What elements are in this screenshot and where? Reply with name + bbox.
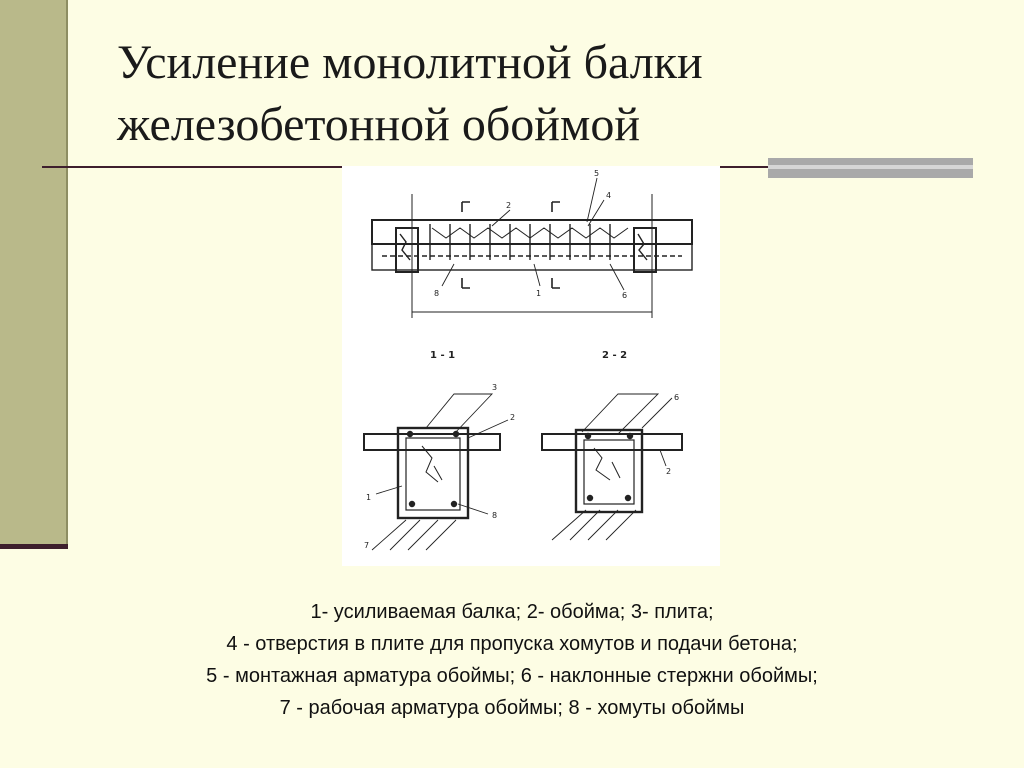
callout-label: 4 [606,191,611,200]
callout-label: 3 [492,383,497,392]
title-underline-right [720,166,770,168]
section-1-1: 1 - 1 3 2 1 8 7 [363,350,515,551]
callout-label: 8 [492,511,497,520]
section-2-beam [583,439,635,505]
section-1-leaders [371,393,509,551]
left-support [395,227,419,273]
beam-reinforcement-drawing: 2 5 4 8 1 6 1 - 1 3 2 1 8 7 2 - 2 [342,166,720,566]
support-hatching [399,233,648,261]
callout-label: 5 [594,169,599,178]
legend-line-1: 1- усиливаемая балка; 2- обойма; 3- плит… [310,601,714,623]
section-2-leaders [551,393,673,541]
inclined-bars [431,227,629,239]
callout-label: 2 [666,467,671,476]
title-underline [42,166,342,168]
legend-line-4: 7 - рабочая арматура обоймы; 8 - хомуты … [279,697,745,719]
legend-caption: 1- усиливаемая балка; 2- обойма; 3- плит… [60,596,964,724]
right-support [633,227,657,273]
rebar-dot [450,500,458,508]
decorative-gray-stripe [768,158,973,178]
callout-leaders [441,177,625,291]
legend-line-3: 5 - монтажная арматура обоймы; 6 - накло… [206,665,818,687]
callout-label: 2 [506,201,511,210]
side-accent-line [0,544,68,549]
section-marks [461,201,560,289]
rebar-dot [624,494,632,502]
section-label-1-1: 1 - 1 [430,350,455,361]
beam-outline [371,243,693,271]
section-1-jacket [396,426,470,520]
section-2-slab [541,433,683,451]
callout-label: 6 [674,393,679,402]
callout-label: 6 [622,291,627,300]
side-accent-bar [0,0,68,548]
callout-label: 1 [536,289,541,298]
slide-title: Усиление монолитной балки железобетонной… [117,32,977,156]
section-1-hatching [421,445,443,483]
rebar-dot [586,494,594,502]
section-2-2: 2 - 2 6 2 [541,350,683,541]
rebar-dot [626,432,634,440]
slab-outline [371,219,693,245]
slide-title-line-1: Усиление монолитной балки [117,36,703,89]
section-1-beam [405,437,461,511]
callout-label: 7 [364,541,369,550]
rebar-dot [584,432,592,440]
callout-label: 8 [434,289,439,298]
rebar-dot [408,500,416,508]
section-2-jacket [574,428,644,514]
rebar-dot [406,430,414,438]
callout-label: 1 [366,493,371,502]
section-2-hatching [593,447,621,481]
stirrups [429,224,611,260]
callout-label: 2 [510,413,515,422]
drawing-svg: 2 5 4 8 1 6 1 - 1 3 2 1 8 7 2 - 2 [363,169,693,551]
legend-line-2: 4 - отверстия в плите для пропуска хомут… [226,633,798,655]
section-1-slab [363,433,501,451]
slide-title-line-2: железобетонной обоймой [117,98,641,151]
section-label-2-2: 2 - 2 [602,350,627,361]
longitudinal-view: 2 5 4 8 1 6 [371,169,693,318]
